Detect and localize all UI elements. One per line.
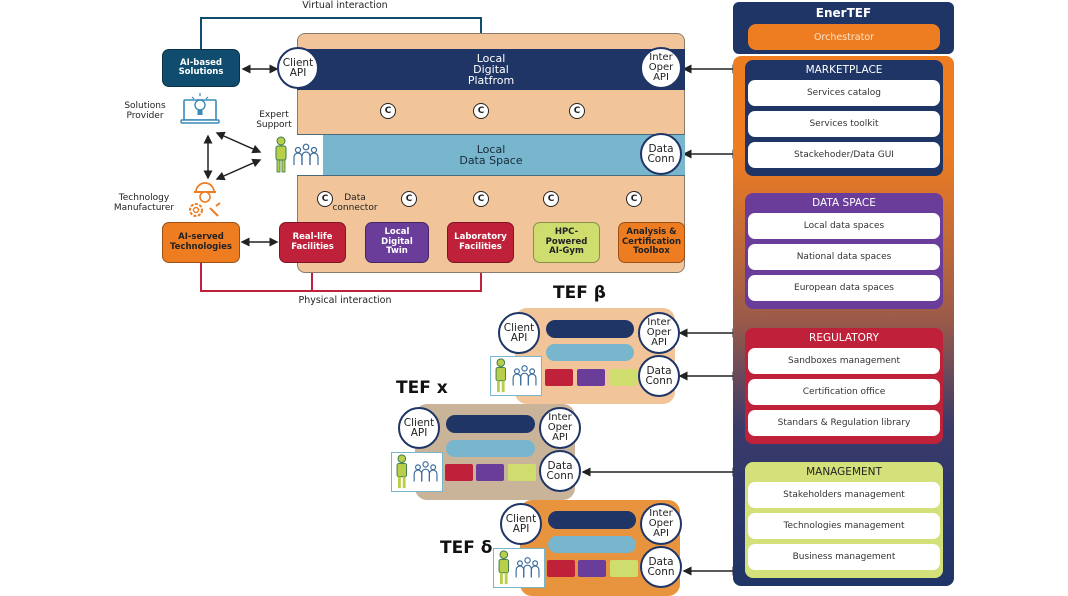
- panel-item[interactable]: Stakeholders management: [748, 482, 940, 508]
- physical-interaction-line: [200, 263, 482, 292]
- connector-icon: C: [380, 103, 396, 119]
- tef-beta-title: TEF β: [553, 283, 606, 303]
- engineer-gear-icon: [184, 178, 226, 220]
- tef-beta-facility-red: [545, 369, 573, 386]
- facility-hpc-ai-gym[interactable]: HPC- Powered AI-Gym: [533, 222, 600, 263]
- connector-icon: C: [569, 103, 585, 119]
- expert-support-icon: [271, 135, 323, 175]
- tef-x-platform-bar: [446, 415, 535, 433]
- tef-delta-data-space-bar: [548, 536, 636, 553]
- panel-title: MARKETPLACE: [805, 64, 883, 76]
- panel-title: DATA SPACE: [812, 197, 876, 209]
- client-api-node[interactable]: Client API: [277, 47, 319, 89]
- panel-item[interactable]: Certification office: [748, 379, 940, 405]
- tef-delta-facility-red: [547, 560, 575, 577]
- panel-marketplace: MARKETPLACE Services catalog Services to…: [745, 60, 943, 176]
- panel-item[interactable]: Local data spaces: [748, 213, 940, 239]
- tef-x-data-space-bar: [446, 440, 535, 457]
- tef-beta-client-api[interactable]: Client API: [498, 312, 540, 354]
- connector-icon: C: [473, 191, 489, 207]
- tef-x-title: TEF x: [396, 378, 448, 398]
- ai-based-solutions-box[interactable]: AI-based Solutions: [162, 49, 240, 87]
- facility-analysis-toolbox[interactable]: Analysis & Certification Toolbox: [618, 222, 685, 263]
- panel-management: MANAGEMENT Stakeholders management Techn…: [745, 462, 943, 578]
- solutions-provider-label: Solutions Provider: [124, 101, 166, 121]
- panel-data-space: DATA SPACE Local data spaces National da…: [745, 193, 943, 309]
- connector-icon: C: [317, 191, 333, 207]
- panel-item[interactable]: Standars & Regulation library: [748, 410, 940, 436]
- technology-manufacturer-label: Technology Manufacturer: [113, 193, 175, 213]
- local-digital-platform[interactable]: Local Digital Platfrom: [297, 49, 685, 90]
- tef-x-data-conn[interactable]: Data Conn: [539, 450, 581, 492]
- tef-x-facility-purple: [476, 464, 504, 481]
- tef-delta-client-api[interactable]: Client API: [500, 503, 542, 545]
- tef-delta-facility-lime: [610, 560, 638, 577]
- panel-item[interactable]: Services toolkit: [748, 111, 940, 137]
- tef-beta-expert-icon: [490, 356, 542, 396]
- panel-item[interactable]: Services catalog: [748, 80, 940, 106]
- virtual-interaction-line: [200, 17, 482, 50]
- tef-delta-inter-oper-api[interactable]: Inter Oper API: [640, 503, 682, 545]
- physical-interaction-label: Physical interaction: [298, 295, 392, 306]
- ai-served-technologies-box[interactable]: AI-served Technologies: [162, 222, 240, 263]
- tef-x-facility-red: [445, 464, 473, 481]
- tef-delta-data-conn[interactable]: Data Conn: [640, 546, 682, 588]
- tef-beta-data-conn[interactable]: Data Conn: [638, 355, 680, 397]
- panel-item[interactable]: Business management: [748, 544, 940, 570]
- expert-support-label: Expert Support: [256, 110, 292, 130]
- tef-beta-facility-purple: [577, 369, 605, 386]
- tef-delta-platform-bar: [548, 511, 636, 529]
- tef-delta-title: TEF δ: [440, 538, 493, 558]
- connector-icon: C: [401, 191, 417, 207]
- tef-beta-data-space-bar: [546, 344, 634, 361]
- panel-item[interactable]: Technologies management: [748, 513, 940, 539]
- connector-icon: C: [473, 103, 489, 119]
- facility-laboratory[interactable]: Laboratory Facilities: [447, 222, 514, 263]
- enertef-title: EnerTEF: [815, 6, 872, 20]
- tef-x-expert-icon: [391, 452, 443, 492]
- local-data-space[interactable]: Local Data Space: [297, 134, 685, 176]
- orchestrator-button[interactable]: Orchestrator: [748, 24, 940, 50]
- panel-item[interactable]: National data spaces: [748, 244, 940, 270]
- panel-regulatory: REGULATORY Sandboxes management Certific…: [745, 328, 943, 444]
- facility-local-digital-twin[interactable]: Local Digital Twin: [365, 222, 429, 263]
- tef-x-client-api[interactable]: Client API: [398, 407, 440, 449]
- tef-beta-inter-oper-api[interactable]: Inter Oper API: [638, 312, 680, 354]
- tef-delta-expert-icon: [493, 548, 545, 588]
- data-connector-label: Data connector: [332, 193, 378, 213]
- panel-title: MANAGEMENT: [806, 466, 882, 478]
- panel-item[interactable]: Sandboxes management: [748, 348, 940, 374]
- tef-beta-facility-lime: [609, 369, 637, 386]
- tef-x-inter-oper-api[interactable]: Inter Oper API: [539, 407, 581, 449]
- inter-oper-api-node[interactable]: Inter Oper API: [640, 47, 682, 89]
- tef-beta-platform-bar: [546, 320, 634, 338]
- connector-icon: C: [626, 191, 642, 207]
- laptop-lightbulb-icon: [180, 88, 220, 126]
- panel-item[interactable]: European data spaces: [748, 275, 940, 301]
- panel-item[interactable]: Stackehoder/Data GUI: [748, 142, 940, 168]
- connector-icon: C: [543, 191, 559, 207]
- tef-delta-facility-purple: [578, 560, 606, 577]
- data-conn-node[interactable]: Data Conn: [640, 133, 682, 175]
- tef-x-facility-lime: [508, 464, 536, 481]
- virtual-interaction-label: Virtual interaction: [302, 0, 388, 11]
- facility-real-life[interactable]: Real-life Facilities: [279, 222, 346, 263]
- panel-title: REGULATORY: [809, 332, 879, 344]
